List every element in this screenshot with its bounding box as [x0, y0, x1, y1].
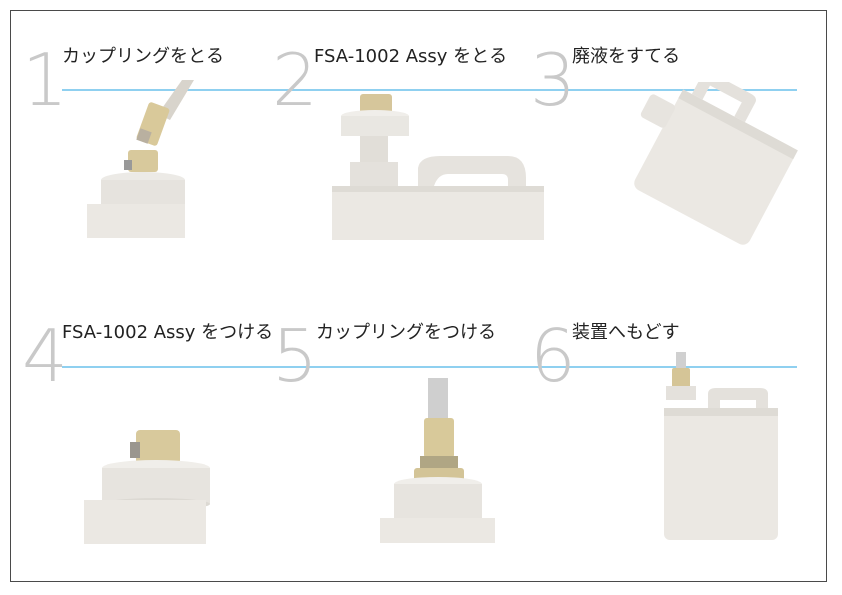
- row-2-divider: [62, 366, 797, 368]
- step-1-number: 1: [22, 38, 68, 122]
- step-3-title: 廃液をすてる: [572, 46, 681, 67]
- step-4-title: FSA-1002 Assy をつける: [62, 322, 274, 343]
- step-5-title: カップリングをつける: [316, 322, 496, 343]
- step-3-photo: [620, 82, 805, 252]
- step-6-number: 6: [530, 314, 576, 398]
- step-4-photo: [84, 420, 214, 545]
- step-2-title: FSA-1002 Assy をとる: [314, 46, 508, 67]
- step-2-photo: [330, 90, 545, 240]
- step-1-title: カップリングをとる: [62, 46, 224, 67]
- step-5-number: 5: [272, 314, 318, 398]
- step-3-number: 3: [530, 38, 576, 122]
- step-4-number: 4: [22, 314, 68, 398]
- step-5-photo: [380, 378, 495, 543]
- step-6-title: 装置へもどす: [572, 322, 680, 343]
- step-6-photo: [660, 352, 785, 542]
- step-2-number: 2: [272, 38, 318, 122]
- step-1-photo: [82, 80, 202, 240]
- row-1-divider: [62, 89, 797, 91]
